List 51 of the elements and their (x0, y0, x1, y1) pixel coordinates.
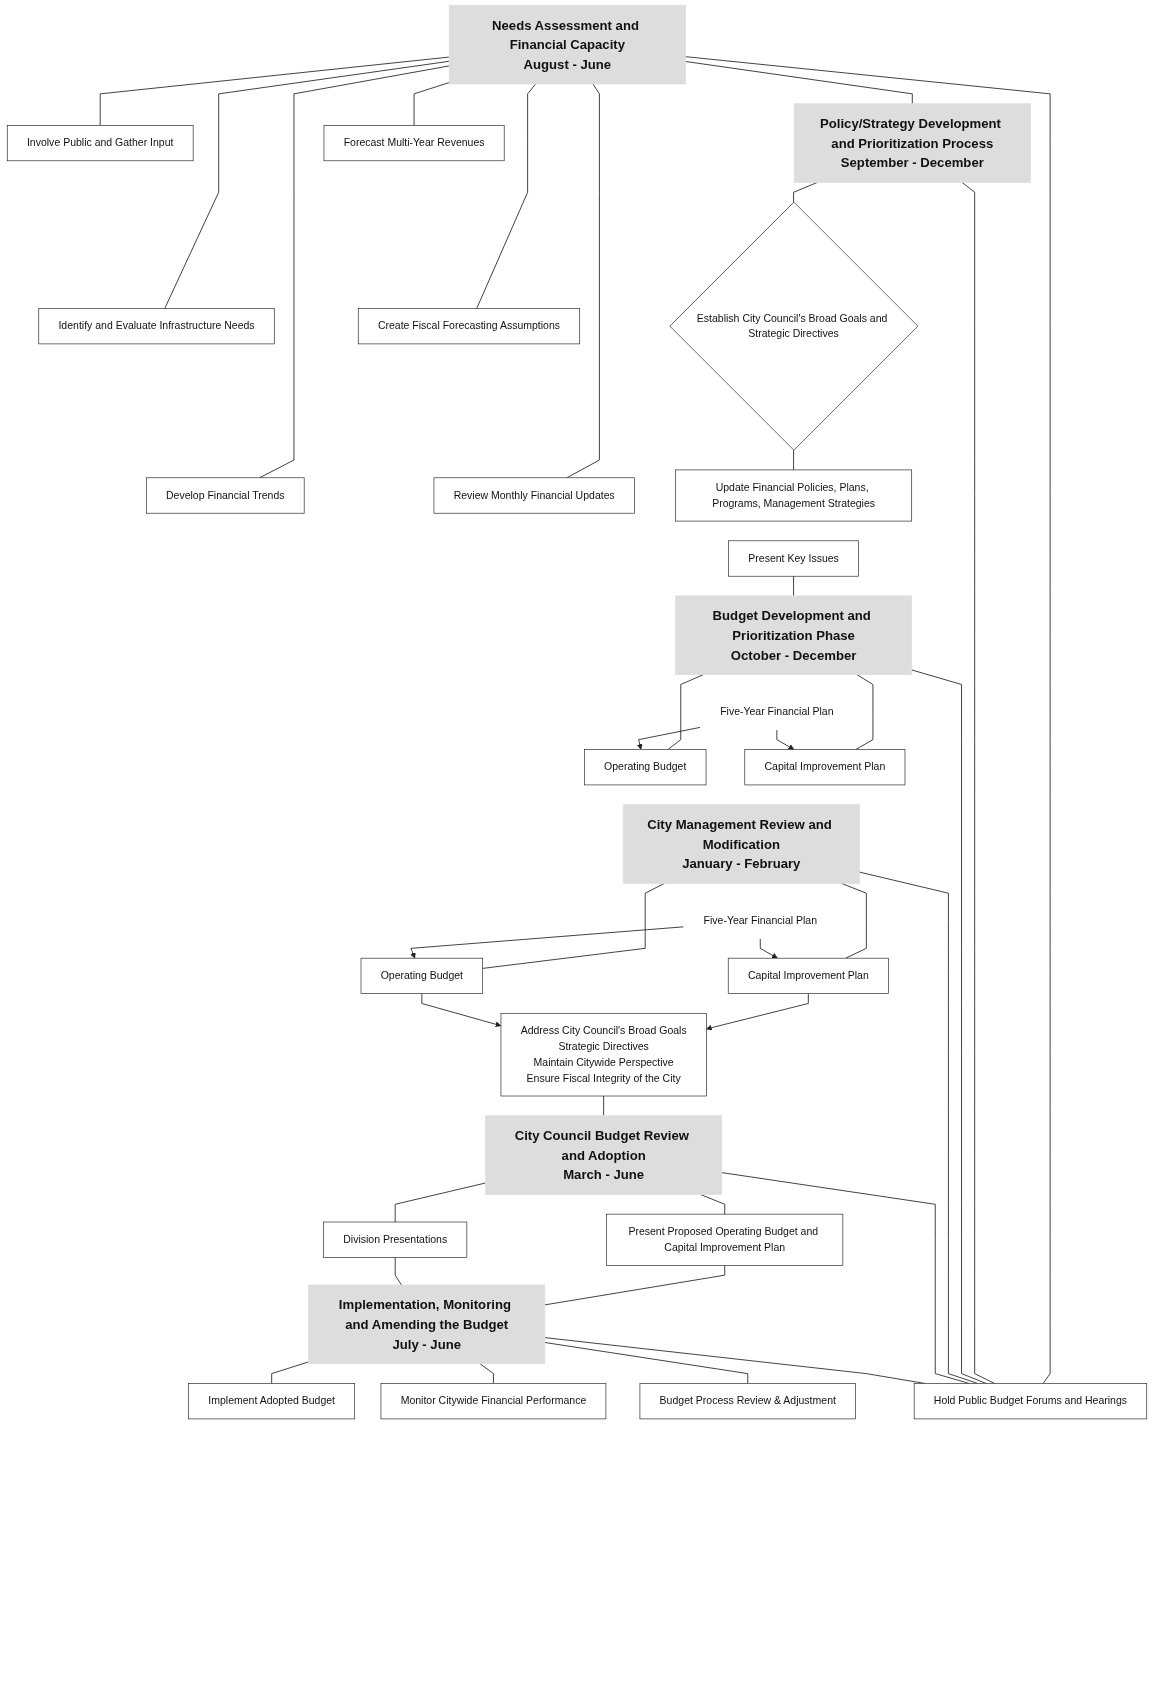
connector (479, 1363, 494, 1384)
connector (667, 674, 704, 750)
connector (961, 182, 995, 1384)
node-text: Five-Year Financial Plan (720, 706, 834, 718)
connector (793, 182, 818, 203)
connector (482, 882, 665, 969)
connector (271, 1361, 309, 1384)
node-box: City Management Review and Modification January - February (622, 804, 860, 884)
connector (603, 1095, 605, 1117)
node-box: Update Financial Policies, Plans, Programs, Management Strategies (675, 469, 913, 522)
node-box: Address City Council's Broad Goals Strategic Directives Maintain Citywide Perspective Ensure Fiscal Integrity of the City (500, 1013, 707, 1097)
node-box: Present Key Issues (728, 540, 859, 577)
connector (911, 669, 987, 1384)
node-diamond: Establish City Council's Broad Goals and Strategic Directives (669, 201, 919, 451)
node-box: Present Proposed Operating Budget and Capital Improvement Plan (606, 1213, 844, 1266)
connector (544, 1342, 749, 1384)
node-box: Budget Development and Prioritization Phase October - December (675, 595, 913, 675)
connector (566, 83, 600, 479)
node-box: City Council Budget Review and Adoption March - June (485, 1115, 723, 1195)
node-box: Capital Improvement Plan (727, 957, 889, 994)
connector (476, 83, 536, 309)
node-box: Needs Assessment and Financial Capacity August - June (448, 4, 686, 85)
node-box: Create Fiscal Forecasting Assumptions (357, 308, 581, 345)
connector (99, 56, 450, 126)
node-box: Implementation, Monitoring and Amending the Budget July - June (308, 1284, 546, 1365)
node-box: Implement Adopted Budget (188, 1383, 356, 1420)
node-box: Operating Budget (360, 957, 483, 994)
connector (685, 56, 1051, 1384)
connector (544, 1264, 726, 1306)
connector (394, 1182, 486, 1223)
node-box: Review Monthly Financial Updates (433, 477, 635, 514)
node-box: Operating Budget (584, 749, 707, 786)
node-box: Involve Public and Gather Input (6, 125, 194, 162)
node-box: Develop Financial Trends (146, 477, 305, 514)
connector (855, 674, 874, 750)
connector (394, 1257, 402, 1286)
connector (793, 449, 794, 471)
node-box: Identify and Evaluate Infrastructure Needs (38, 308, 275, 345)
node-box: Hold Public Budget Forums and Hearings (913, 1383, 1148, 1420)
connector (685, 61, 913, 105)
node-box: Budget Process Review & Adjustment (639, 1383, 856, 1420)
node-box: Monitor Citywide Financial Performance (380, 1383, 607, 1420)
connector (793, 575, 794, 597)
node-box: Forecast Multi-Year Revenues (323, 125, 505, 162)
connector (700, 1194, 726, 1215)
node-box: Capital Improvement Plan (744, 749, 906, 786)
node-box: Policy/Strategy Development and Prioritization Process September - December (793, 103, 1031, 183)
connector (164, 60, 450, 309)
node-box: Division Presentations (323, 1221, 468, 1258)
connector (259, 65, 450, 479)
node-text: Five-Year Financial Plan (703, 914, 817, 927)
